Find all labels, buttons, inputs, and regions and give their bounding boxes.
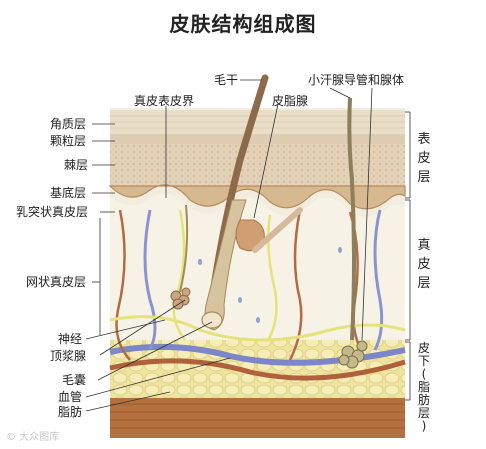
label-epidermis: 表 皮 层 bbox=[417, 132, 431, 185]
label-reticular-dermis: 网状真皮层 bbox=[26, 275, 87, 289]
label-subcutis: 皮 下 ( 脂 肪 层 ) bbox=[417, 341, 430, 433]
label-apocrine-gland: 顶浆腺 bbox=[50, 349, 87, 363]
leader-lines bbox=[85, 79, 411, 412]
artery bbox=[109, 358, 406, 381]
sweat-duct bbox=[347, 97, 356, 341]
vein-branch-right bbox=[373, 209, 384, 351]
hair-bulb bbox=[201, 311, 223, 329]
label-dermis-epidermis-boundary: 真皮表皮界 bbox=[134, 94, 195, 108]
stratum-granulosum-layer bbox=[110, 134, 405, 144]
label-stratum-granulosum: 颗粒层 bbox=[50, 134, 87, 148]
label-hair-follicle: 毛囊 bbox=[62, 373, 87, 387]
artery-branch-mid bbox=[288, 209, 303, 361]
label-nerve: 神经 bbox=[58, 332, 83, 346]
stratum-basale-layer bbox=[108, 184, 406, 210]
diagram-title: 皮肤结构组成图 bbox=[169, 12, 317, 36]
sweat-gland-coil bbox=[338, 340, 368, 369]
label-stratum-basale: 基底层 bbox=[50, 186, 87, 200]
label-dermis: 真 皮 层 bbox=[417, 238, 431, 291]
label-hair-shaft: 毛干 bbox=[214, 73, 239, 87]
label-stratum-spinosum: 棘层 bbox=[64, 158, 89, 172]
artery-branch bbox=[115, 209, 131, 361]
nerve-fiber bbox=[109, 315, 406, 342]
arrector-pili-muscle bbox=[252, 207, 303, 253]
muscle-layer bbox=[110, 398, 405, 438]
vein-branch bbox=[143, 209, 157, 351]
label-fat: 脂肪 bbox=[58, 405, 83, 419]
label-papillary-dermis: 乳突状真皮层 bbox=[16, 205, 89, 219]
label-blood-vessel: 血管 bbox=[58, 390, 83, 404]
label-sebaceous-gland: 皮脂腺 bbox=[272, 94, 309, 108]
label-sweat-duct-and-gland: 小汗腺导管和腺体 bbox=[308, 73, 405, 87]
label-stratum-corneum: 角质层 bbox=[50, 117, 87, 131]
watermark: © 大众图库 bbox=[6, 432, 60, 443]
